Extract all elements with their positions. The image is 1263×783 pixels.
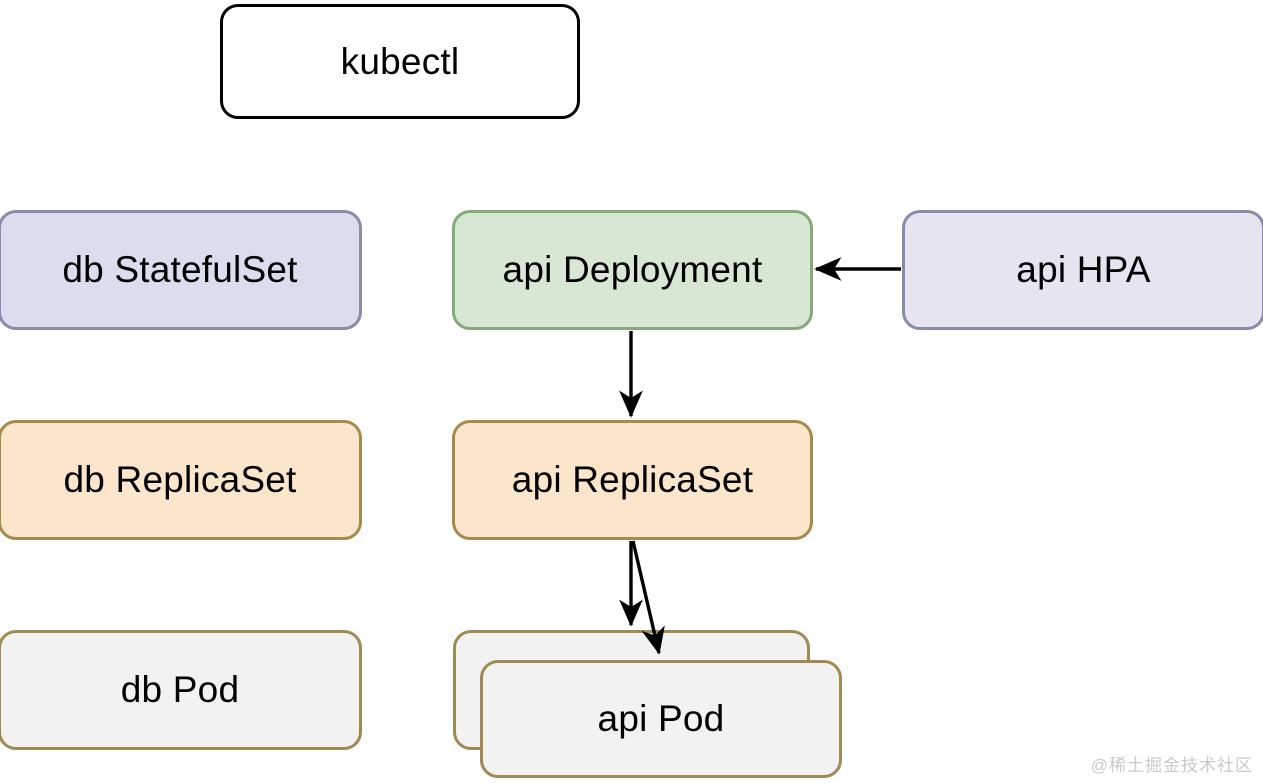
watermark: @稀土掘金技术社区	[1090, 756, 1253, 775]
node-api-pod-front: api Pod	[480, 660, 842, 778]
node-db-statefulset: db StatefulSet	[0, 210, 362, 330]
node-db-replicaset-label: db ReplicaSet	[63, 459, 297, 500]
node-kubectl-label: kubectl	[340, 40, 460, 82]
node-api-pod-front-label: api Pod	[597, 698, 725, 739]
node-db-pod: db Pod	[0, 630, 362, 750]
node-api-hpa-label: api HPA	[1016, 249, 1151, 290]
node-api-deployment: api Deployment	[452, 210, 813, 330]
node-api-replicaset-label: api ReplicaSet	[511, 459, 754, 500]
node-db-replicaset: db ReplicaSet	[0, 420, 362, 540]
node-api-hpa: api HPA	[902, 210, 1263, 330]
node-api-replicaset: api ReplicaSet	[452, 420, 813, 540]
node-api-deployment-label: api Deployment	[502, 249, 763, 290]
node-db-statefulset-label: db StatefulSet	[62, 249, 298, 290]
node-db-pod-label: db Pod	[120, 669, 240, 710]
node-kubectl: kubectl	[220, 4, 580, 119]
